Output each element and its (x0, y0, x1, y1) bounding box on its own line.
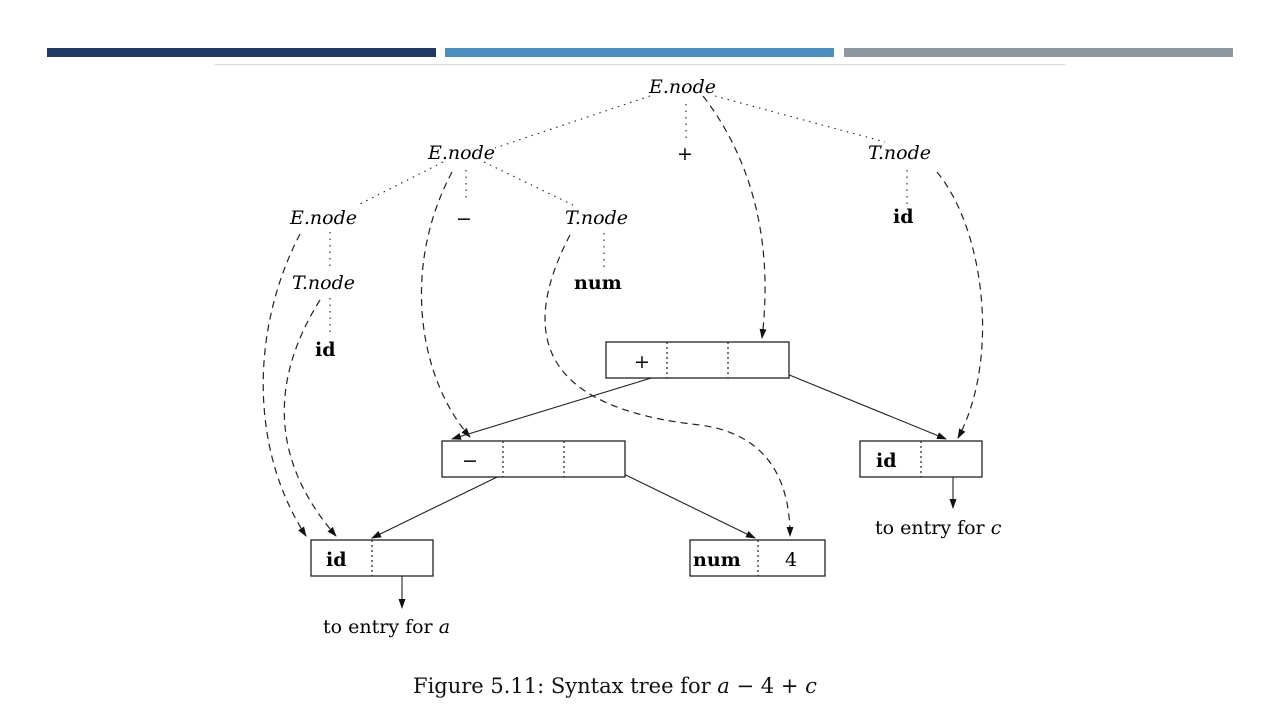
num-leaf-box: num 4 (689, 539, 826, 577)
header-bar-dark (47, 48, 436, 57)
entry-c-label: to entry for c (875, 517, 1002, 539)
t-node-right: T.node (868, 142, 931, 164)
node-pointer-edges (262, 95, 984, 537)
minus-node-op: − (462, 450, 478, 472)
id-a-leaf-label: id (326, 549, 347, 571)
num-symbol: num (574, 272, 622, 294)
e-node-left-left: E.node (289, 207, 357, 229)
e-node-left: E.node (427, 142, 495, 164)
t-node-mid: T.node (565, 207, 628, 229)
num-leaf-tag: num (693, 549, 741, 571)
num-leaf-value: 4 (785, 549, 797, 571)
syntax-tree-edges (371, 362, 957, 609)
plus-node-op: + (634, 351, 650, 373)
id-c-leaf-box: id (859, 440, 983, 478)
id-a-leaf-box: id (310, 539, 434, 577)
id-c-leaf-label: id (876, 450, 897, 472)
id-a-symbol: id (315, 339, 336, 361)
root-e-node: E.node (648, 76, 716, 98)
entry-a-label: to entry for a (323, 616, 450, 638)
minus-node-box: − (441, 440, 626, 478)
header-bar-blue (445, 48, 834, 57)
plus-node-box: + (605, 341, 790, 379)
minus-symbol: − (456, 208, 472, 230)
t-node-left: T.node (292, 272, 355, 294)
parse-tree-edges (329, 95, 908, 336)
parse-tree-labels: E.node + E.node T.node id E.node − T.nod… (289, 76, 931, 361)
figure-caption: Figure 5.11: Syntax tree for a − 4 + c (413, 674, 817, 698)
header-bar-gray (844, 48, 1233, 57)
plus-symbol: + (677, 143, 693, 165)
id-c-symbol: id (893, 206, 914, 228)
header-rule (215, 64, 1065, 65)
